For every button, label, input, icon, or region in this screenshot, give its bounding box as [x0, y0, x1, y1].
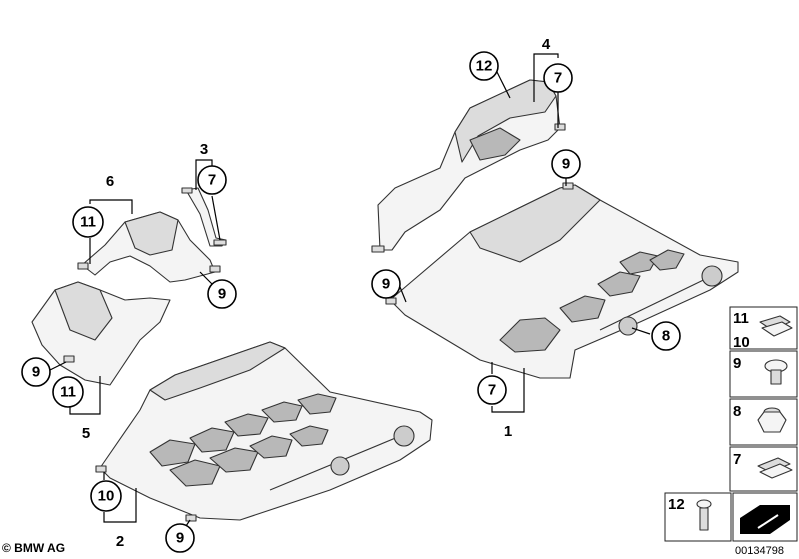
- parts-legend: 11 10 9 8 7 12: [664, 306, 798, 542]
- screw-icon: [764, 359, 788, 385]
- callout-3: 3: [200, 141, 208, 158]
- nut-icon: [757, 407, 787, 433]
- legend-box-screw: [729, 350, 798, 398]
- bolt-icon: [696, 499, 712, 531]
- callout-label: 12: [476, 58, 493, 75]
- callout-label: 9: [562, 156, 570, 173]
- callout-label: 9: [382, 276, 390, 293]
- legend-label-7: 7: [733, 451, 741, 468]
- clip-icon: [757, 457, 793, 479]
- callout-label: 9: [32, 364, 40, 381]
- callout-7-top: 7: [543, 63, 573, 93]
- legend-label-10: 10: [733, 334, 750, 351]
- callout-label: 2: [116, 533, 124, 550]
- legend-label-12: 12: [668, 496, 685, 513]
- callout-label: 5: [82, 425, 90, 442]
- copyright-text: © BMW AG: [2, 541, 65, 555]
- callout-11-left: 11: [72, 206, 104, 238]
- callout-7-bracket: 7: [197, 165, 227, 195]
- callout-9-left-shield: 9: [207, 279, 237, 309]
- callout-label: 3: [200, 141, 208, 158]
- heat-shield-part-5: [31, 281, 171, 386]
- callout-label: 10: [98, 488, 115, 505]
- callout-9-lower-left: 9: [21, 357, 51, 387]
- callout-8: 8: [651, 321, 681, 351]
- callout-2: 2: [116, 533, 124, 550]
- direction-arrow-icon: [740, 505, 790, 534]
- leader-lines: [49, 53, 651, 527]
- legend-label-8: 8: [733, 403, 741, 420]
- clip-nut-icon: [759, 315, 793, 337]
- callout-label: 1: [504, 423, 512, 440]
- underbody-panel-part-1: [385, 182, 739, 379]
- legend-label-9: 9: [733, 355, 741, 372]
- callout-11-lower-left: 11: [52, 376, 84, 408]
- callout-10-bottom: 10: [90, 480, 122, 512]
- callout-label: 11: [60, 384, 76, 401]
- callout-6: 6: [106, 173, 114, 190]
- callout-1: 1: [504, 423, 512, 440]
- heat-shield-part-4: [371, 79, 566, 253]
- callout-label: 7: [208, 172, 216, 189]
- callout-4: 4: [542, 36, 551, 53]
- callout-7-lower-right: 7: [477, 375, 507, 405]
- callout-9-mid: 9: [551, 149, 581, 179]
- callout-9-bottom: 9: [165, 523, 195, 553]
- callout-9-right: 9: [371, 269, 401, 299]
- diagram-number: 00134798: [735, 545, 784, 557]
- legend-box-bolt: [664, 492, 732, 542]
- heat-shield-part-6: [77, 211, 221, 283]
- callout-5: 5: [82, 425, 90, 442]
- callout-label: 11: [80, 214, 96, 231]
- callout-12-top: 12: [469, 51, 499, 81]
- callout-label: 9: [218, 286, 226, 303]
- callout-label: 6: [106, 173, 114, 190]
- callout-label: 4: [542, 36, 551, 53]
- legend-label-11: 11: [733, 310, 749, 327]
- callout-label: 8: [662, 328, 670, 345]
- underbody-panel-part-2: [95, 341, 433, 522]
- callout-label: 9: [176, 530, 184, 547]
- callout-label: 7: [488, 382, 496, 399]
- callout-label: 7: [554, 70, 562, 87]
